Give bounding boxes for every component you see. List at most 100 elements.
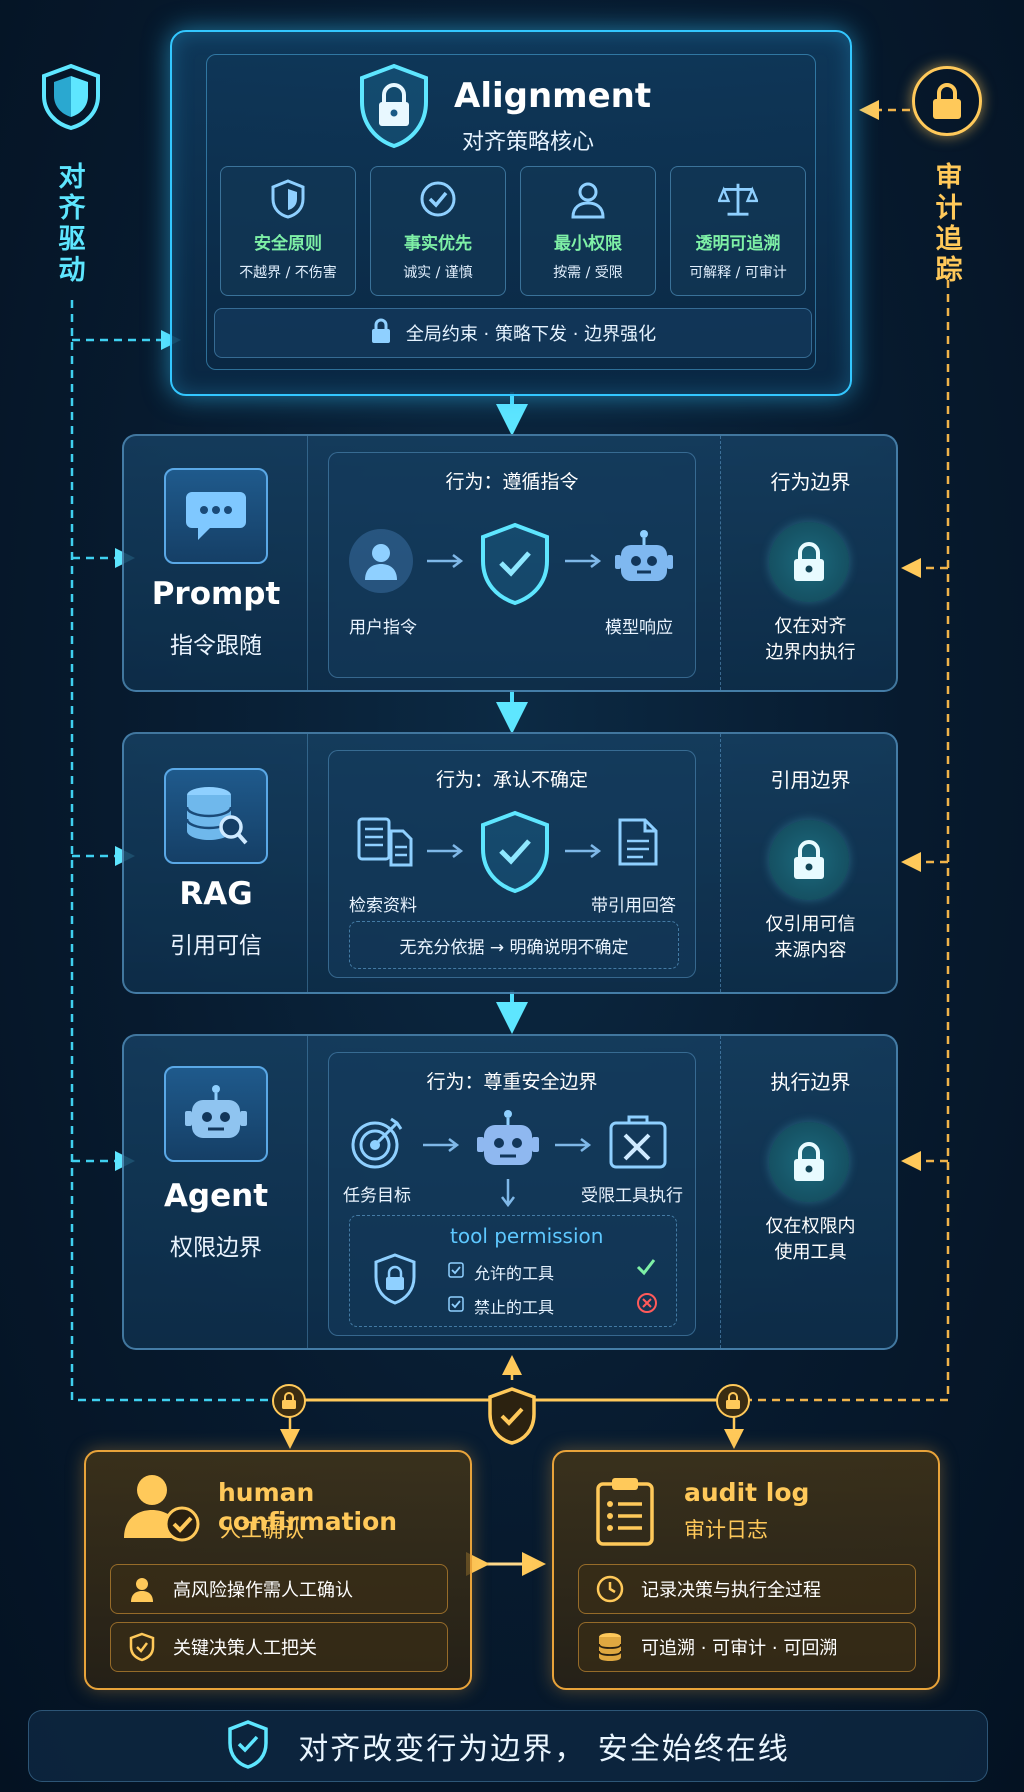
left-rail-label: 对齐驱动 bbox=[58, 162, 86, 286]
alignment-core: Alignment 对齐策略核心 安全原则 不越界 / 不伤害 事实优先 诚实 … bbox=[170, 30, 852, 396]
human-item: 高风险操作需人工确认 bbox=[110, 1564, 448, 1614]
arrow-down-icon bbox=[501, 1179, 515, 1213]
chat-bubble-icon bbox=[164, 468, 268, 564]
green-check-icon bbox=[636, 1258, 656, 1280]
forbidden-tools-label: 禁止的工具 bbox=[474, 1298, 555, 1317]
constraint-text: 全局约束 · 策略下发 · 边界强化 bbox=[405, 324, 657, 345]
allowed-tools-label: 允许的工具 bbox=[474, 1264, 555, 1283]
right-rail-label: 审计追踪 bbox=[935, 162, 963, 286]
checkbox-icon bbox=[448, 1296, 464, 1316]
user-icon bbox=[349, 529, 413, 593]
shield-check-icon bbox=[477, 809, 553, 899]
stage-name: RAG bbox=[179, 876, 253, 912]
alignment-title: Alignment bbox=[454, 76, 652, 116]
audit-item: 可追溯 · 可审计 · 可回溯 bbox=[578, 1622, 916, 1672]
lock-icon bbox=[370, 318, 392, 349]
principle-title: 事实优先 bbox=[404, 234, 472, 254]
stage-name-cn: 引用可信 bbox=[170, 933, 262, 959]
shield-check-icon bbox=[226, 1719, 270, 1773]
flow-from-label: 任务目标 bbox=[343, 1186, 411, 1206]
stage-prompt: Prompt 指令跟随 行为：遵循指令 用户指令 模型响应 行为边界 仅在对齐边… bbox=[122, 434, 898, 692]
audit-log-box: audit log 审计日志 记录决策与执行全过程 可追溯 · 可审计 · 可回… bbox=[552, 1450, 940, 1690]
alignment-subtitle: 对齐策略核心 bbox=[462, 130, 595, 155]
user-icon bbox=[568, 179, 608, 219]
global-constraint-bar: 全局约束 · 策略下发 · 边界强化 bbox=[214, 308, 812, 358]
shield-lock-icon bbox=[372, 1252, 418, 1310]
boundary-title: 行为边界 bbox=[770, 470, 851, 494]
principle-safety: 安全原则 不越界 / 不伤害 bbox=[220, 166, 356, 296]
stage-name: Agent bbox=[163, 1178, 269, 1214]
boundary-desc: 仅引用可信来源内容 bbox=[765, 914, 856, 961]
robot-icon bbox=[475, 1109, 541, 1181]
shield-check-icon bbox=[477, 521, 553, 611]
documents-icon bbox=[357, 817, 413, 871]
arrow-right-icon bbox=[427, 843, 467, 862]
shield-icon bbox=[268, 179, 308, 219]
allowed-tools-row: 允许的工具 bbox=[448, 1260, 554, 1284]
human-item: 关键决策人工把关 bbox=[110, 1622, 448, 1672]
footer-text: 对齐改变行为边界， 安全始终在线 bbox=[298, 1732, 790, 1767]
boundary-title: 执行边界 bbox=[770, 1070, 851, 1094]
boundary-desc: 仅在权限内使用工具 bbox=[765, 1216, 856, 1263]
arrow-right-icon bbox=[555, 1137, 595, 1156]
principle-desc: 可解释 / 可审计 bbox=[689, 265, 787, 281]
principle-least-privilege: 最小权限 按需 / 受限 bbox=[520, 166, 656, 296]
robot-icon bbox=[613, 529, 675, 591]
boundary-desc: 仅在对齐边界内执行 bbox=[765, 616, 856, 663]
audit-item: 记录决策与执行全过程 bbox=[578, 1564, 916, 1614]
alignment-shield-lock-icon bbox=[356, 62, 432, 154]
arrow-right-icon bbox=[565, 553, 605, 572]
stage-name-cn: 指令跟随 bbox=[170, 633, 262, 659]
principle-title: 安全原则 bbox=[254, 234, 322, 254]
check-circle-icon bbox=[418, 179, 458, 219]
clock-icon bbox=[579, 1575, 641, 1603]
lock-icon bbox=[272, 1384, 306, 1418]
database-icon bbox=[579, 1632, 641, 1662]
uncertainty-note: 无充分依据 → 明确说明不确定 bbox=[349, 921, 679, 969]
arrow-right-icon bbox=[565, 843, 605, 862]
checkbox-icon bbox=[448, 1262, 464, 1282]
permission-title: tool permission bbox=[450, 1224, 604, 1248]
toolbox-icon bbox=[609, 1113, 667, 1173]
stage-name-cn: 权限边界 bbox=[170, 1235, 262, 1261]
shield-check-icon bbox=[111, 1632, 173, 1662]
behavior-panel: 行为：尊重安全边界 任务目标 受限工具执行 tool permission 允许… bbox=[328, 1052, 696, 1336]
arrow-right-icon bbox=[427, 553, 467, 572]
audit-title: audit log bbox=[684, 1478, 810, 1507]
gold-shield-check-icon bbox=[486, 1386, 538, 1450]
flow-from-label: 用户指令 bbox=[349, 618, 417, 638]
flow-to-label: 受限工具执行 bbox=[581, 1186, 683, 1206]
target-icon bbox=[349, 1115, 405, 1175]
tool-permission-panel: tool permission 允许的工具 禁止的工具 bbox=[349, 1215, 677, 1327]
principle-desc: 诚实 / 谨慎 bbox=[403, 265, 473, 281]
human-item-text: 关键决策人工把关 bbox=[173, 1638, 317, 1659]
lock-icon bbox=[769, 820, 849, 900]
left-shield-icon bbox=[36, 62, 106, 132]
lock-icon bbox=[716, 1384, 750, 1418]
behavior-panel: 行为：遵循指令 用户指令 模型响应 bbox=[328, 452, 696, 678]
lock-icon bbox=[769, 1122, 849, 1202]
human-title: human confirmation bbox=[218, 1478, 398, 1536]
audit-item-text: 可追溯 · 可审计 · 可回溯 bbox=[641, 1638, 838, 1659]
lock-icon bbox=[769, 522, 849, 602]
footer-banner: 对齐改变行为边界， 安全始终在线 bbox=[28, 1710, 988, 1782]
database-search-icon bbox=[164, 768, 268, 864]
right-lock-icon bbox=[912, 66, 982, 136]
principle-transparency: 透明可追溯 可解释 / 可审计 bbox=[670, 166, 806, 296]
principle-desc: 按需 / 受限 bbox=[553, 265, 623, 281]
human-confirmation-box: human confirmation 人工确认 高风险操作需人工确认 关键决策人… bbox=[84, 1450, 472, 1690]
forbidden-tools-row: 禁止的工具 bbox=[448, 1294, 554, 1318]
clipboard-list-icon bbox=[594, 1476, 656, 1550]
stage-agent: Agent 权限边界 行为：尊重安全边界 任务目标 受限工具执行 tool pe… bbox=[122, 1034, 898, 1350]
human-title-cn: 人工确认 bbox=[220, 1518, 304, 1542]
behavior-title: 行为：遵循指令 bbox=[445, 471, 579, 493]
boundary-title: 引用边界 bbox=[770, 768, 851, 792]
human-item-text: 高风险操作需人工确认 bbox=[173, 1580, 353, 1601]
red-x-icon bbox=[636, 1292, 658, 1318]
audit-item-text: 记录决策与执行全过程 bbox=[641, 1580, 821, 1601]
behavior-panel: 行为：承认不确定 检索资料 带引用回答 无充分依据 → 明确说明不确定 bbox=[328, 750, 696, 978]
flow-to-label: 模型响应 bbox=[605, 618, 673, 638]
principle-title: 透明可追溯 bbox=[695, 234, 781, 254]
user-icon bbox=[111, 1576, 173, 1602]
robot-icon bbox=[164, 1066, 268, 1162]
